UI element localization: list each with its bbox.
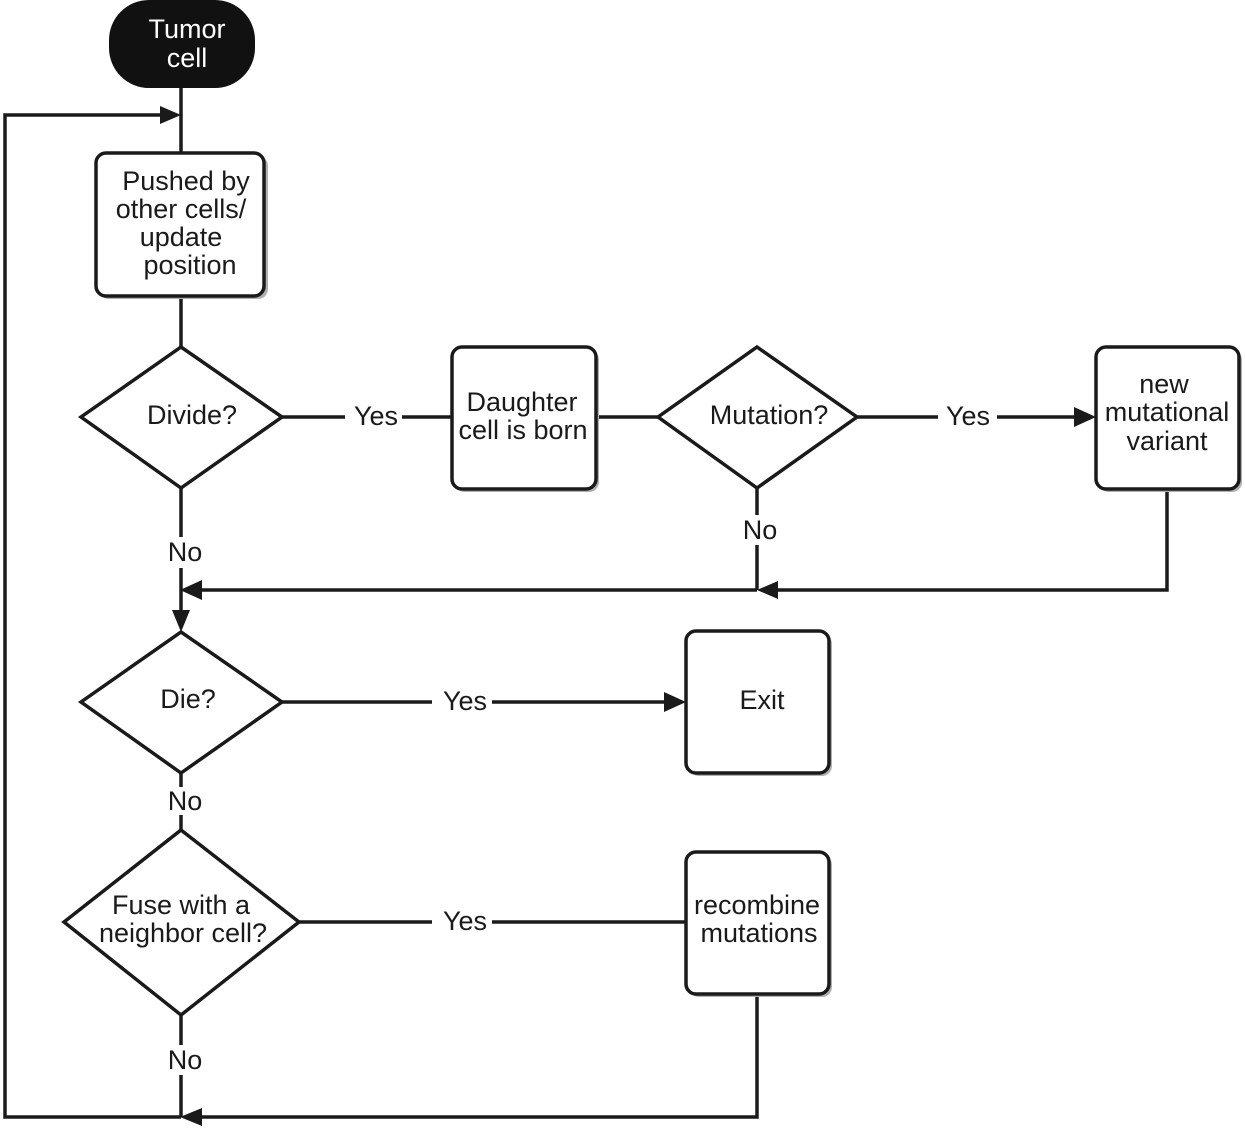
- new-variant-box: new mutational variant: [1094, 345, 1242, 492]
- start-line-1: Tumor: [148, 14, 225, 44]
- start-node: Tumor cell: [109, 0, 255, 88]
- fuse-no-label: No: [168, 1045, 203, 1075]
- exit-box: Exit: [684, 629, 832, 776]
- die-yes-label: Yes: [443, 686, 487, 716]
- divide-yes-label: Yes: [354, 401, 398, 431]
- update-position-box: Pushed by other cells/ update position: [94, 151, 268, 299]
- recombine-line-1: recombine: [694, 890, 820, 920]
- variant-line-1: new: [1139, 369, 1189, 399]
- daughter-cell-box: Daughter cell is born: [450, 345, 599, 492]
- die-decision: Die?: [77, 629, 286, 776]
- start-line-2: cell: [167, 43, 208, 73]
- mutation-no-label: No: [743, 515, 778, 545]
- variant-line-2: mutational: [1105, 397, 1230, 427]
- update-position-line-4: position: [143, 250, 236, 280]
- mutation-yes-label: Yes: [946, 401, 990, 431]
- arrowhead-die: [172, 610, 190, 632]
- divide-decision: Divide?: [77, 344, 286, 491]
- update-position-line-2: other cells/: [116, 194, 247, 224]
- update-position-line-1: Pushed by: [122, 166, 250, 196]
- edge-labels: Yes Yes No No Yes No Yes No: [168, 401, 990, 1075]
- mutation-label: Mutation?: [710, 400, 829, 430]
- fuse-yes-label: Yes: [443, 906, 487, 936]
- fuse-line-2: neighbor cell?: [99, 918, 267, 948]
- recombine-box: recombine mutations: [684, 850, 832, 997]
- arrowhead-merge-left: [180, 580, 202, 600]
- divide-label: Divide?: [147, 400, 237, 430]
- mutation-decision: Mutation?: [654, 344, 861, 491]
- arrowhead-loop: [160, 106, 181, 124]
- recombine-line-2: mutations: [700, 918, 817, 948]
- variant-line-3: variant: [1126, 426, 1208, 456]
- die-no-label: No: [168, 786, 203, 816]
- update-position-line-3: update: [140, 222, 223, 252]
- fuse-line-1: Fuse with a: [112, 890, 251, 920]
- fuse-decision: Fuse with a neighbor cell?: [61, 827, 302, 1018]
- daughter-line-2: cell is born: [458, 415, 587, 445]
- arrowhead-merge-mid: [757, 581, 778, 599]
- arrowhead-bottom: [180, 1108, 202, 1126]
- exit-label: Exit: [739, 685, 785, 715]
- die-label: Die?: [160, 684, 216, 714]
- arrowhead-exit: [664, 692, 686, 712]
- arrowhead-variant: [1074, 407, 1096, 427]
- connectors: [3, 88, 1169, 1119]
- daughter-line-1: Daughter: [466, 387, 577, 417]
- arrowheads: [160, 106, 1096, 1126]
- divide-no-label: No: [168, 537, 203, 567]
